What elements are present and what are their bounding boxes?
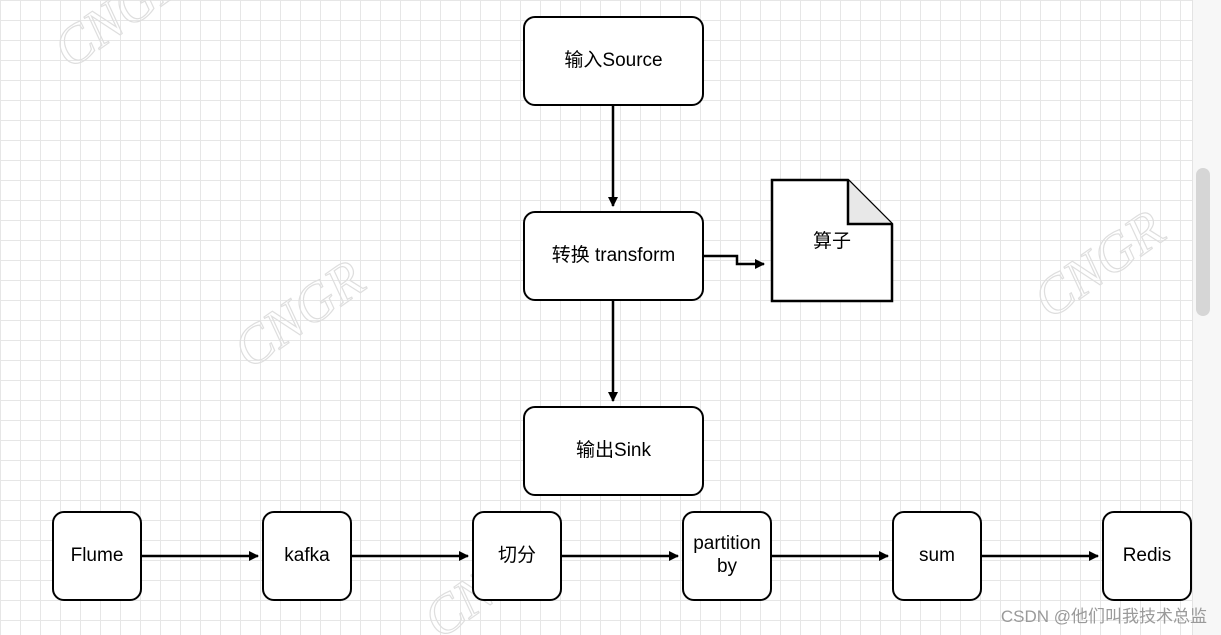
pipeline-node-redis[interactable]: Redis bbox=[1102, 511, 1192, 601]
pipeline-node-label: Redis bbox=[1122, 544, 1172, 566]
operator-note-fold bbox=[846, 180, 892, 226]
pipeline-node-label: Flume bbox=[70, 544, 124, 566]
pipeline-node-label: kafka bbox=[284, 544, 330, 566]
transform-node[interactable]: 转换 transform bbox=[523, 211, 704, 301]
source-node[interactable]: 输入Source bbox=[523, 16, 704, 106]
scrollbar-thumb[interactable] bbox=[1196, 168, 1210, 316]
source-label: 输入Source bbox=[564, 49, 663, 71]
operator-note-label[interactable]: 算子 bbox=[812, 231, 851, 252]
pipeline-node-sum[interactable]: sum bbox=[892, 511, 982, 601]
pipeline-node-label: 切分 bbox=[497, 544, 536, 566]
pipeline-node-partition-by[interactable]: partition by bbox=[682, 511, 772, 601]
sink-label: 输出Sink bbox=[576, 439, 651, 461]
pipeline-node-label: sum bbox=[919, 544, 955, 566]
sink-node[interactable]: 输出Sink bbox=[523, 406, 704, 496]
pipeline-node-kafka[interactable]: kafka bbox=[262, 511, 352, 601]
csdn-watermark: CSDN @他们叫我技术总监 bbox=[1000, 607, 1207, 626]
transform-label: 转换 transform bbox=[551, 244, 676, 266]
pipeline-node-label: partition by bbox=[693, 533, 761, 577]
pipeline-node-split[interactable]: 切分 bbox=[472, 511, 562, 601]
edge-transform-to-operator bbox=[704, 254, 765, 269]
pipeline-node-flume[interactable]: Flume bbox=[52, 511, 142, 601]
vertical-scrollbar[interactable] bbox=[1192, 0, 1221, 635]
